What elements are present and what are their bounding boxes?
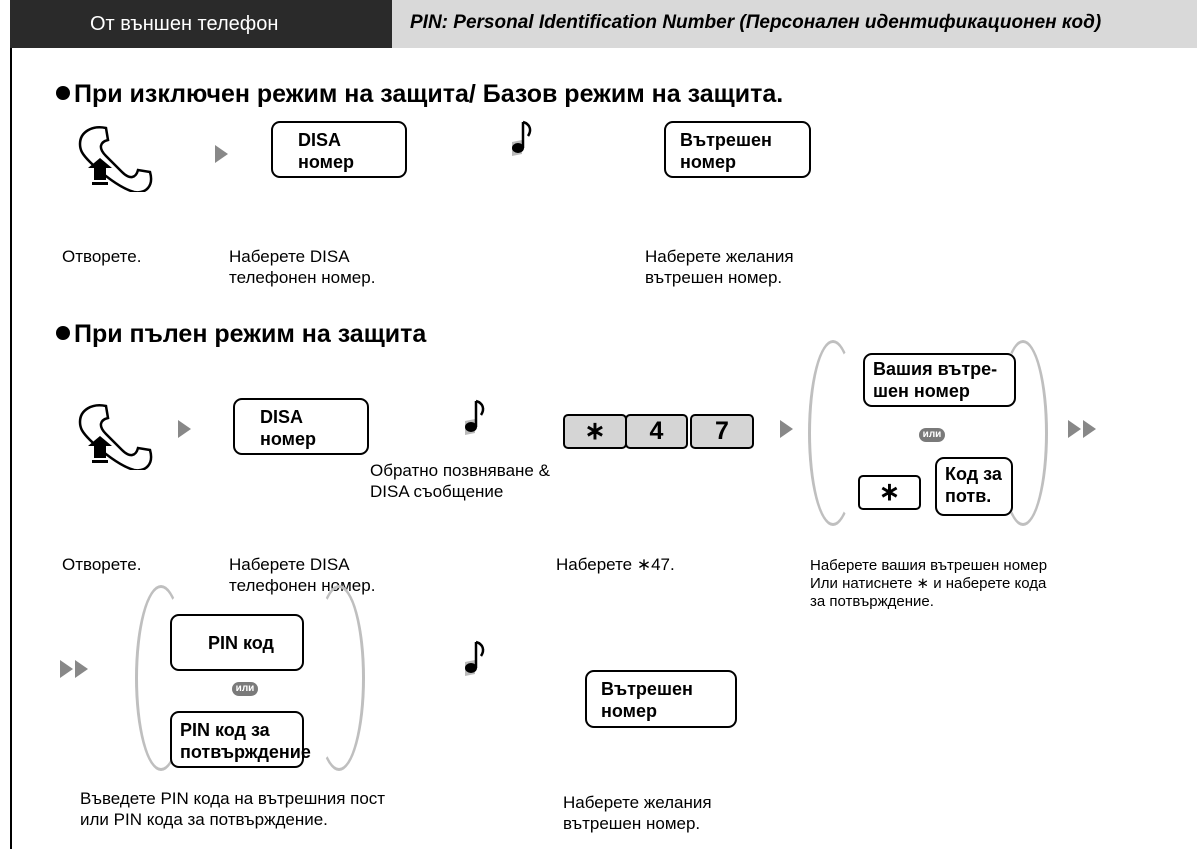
tone-icon [465,399,485,435]
callback-note: Обратно позвняване & DISA съобщение [370,461,550,501]
caption-dial-disa: Наберете DISA телефонен номер. [229,555,376,595]
pin-code-box: PIN код [170,614,304,671]
arrow-icon [780,420,793,438]
key-4: 4 [625,414,688,449]
caption-dial-code: Наберете ∗47. [556,555,675,574]
caption-open: Отворете. [62,247,142,266]
header-tab-label: От външен телефон [90,13,279,35]
star-key: ∗ [858,475,921,510]
your-extension-box: Вашия вътре- шен номер [863,353,1016,407]
extension-number-box: Вътрешен номер [664,121,811,178]
left-bracket [808,340,858,526]
caption-dial-extension: Наберете желания вътрешен номер. [563,793,712,833]
pin-note-text: PIN: Personal Identification Number (Пер… [410,12,1102,33]
or-badge: или [919,428,945,442]
caption-dial-extension: Наберете желания вътрешен номер. [645,247,794,287]
caption-dial-disa: Наберете DISA телефонен номер. [229,247,376,287]
arrow-icon [178,420,191,438]
tone-icon [512,120,532,156]
section2-heading: При пълен режим на защита [56,320,426,349]
star-key: ∗ [563,414,627,449]
right-bracket [313,585,365,771]
handset-icon [78,126,153,192]
disa-number-box: DISA номер [233,398,369,455]
verification-code-box: Код за потв. [935,457,1013,516]
bullet-icon [56,86,70,101]
pin-verification-box: PIN код за потвърждение [170,711,311,768]
extension-number-box: Вътрешен номер [585,670,737,728]
header-tab: От външен телефон [10,0,392,48]
caption-open: Отворете. [62,555,142,574]
section1-heading: При изключен режим на защита/ Базов режи… [56,80,783,109]
handset-icon [78,404,153,470]
double-arrow-icon [60,660,88,683]
arrow-icon [215,145,228,163]
caption-dial-extension: Наберете вашия вътрешен номер Или натисн… [810,557,1048,610]
key-7: 7 [690,414,754,449]
left-bracket [135,585,187,771]
right-bracket [998,340,1048,526]
caption-enter-pin: Въведете PIN кода на вътрешния пост или … [80,789,386,829]
or-badge: или [232,682,258,696]
double-arrow-icon [1068,420,1096,443]
disa-number-box: DISA номер [271,121,407,178]
header-pin-note: PIN: Personal Identification Number (Пер… [392,0,1197,48]
bullet-icon [56,326,70,341]
tone-icon [465,640,485,676]
left-border [10,48,12,849]
